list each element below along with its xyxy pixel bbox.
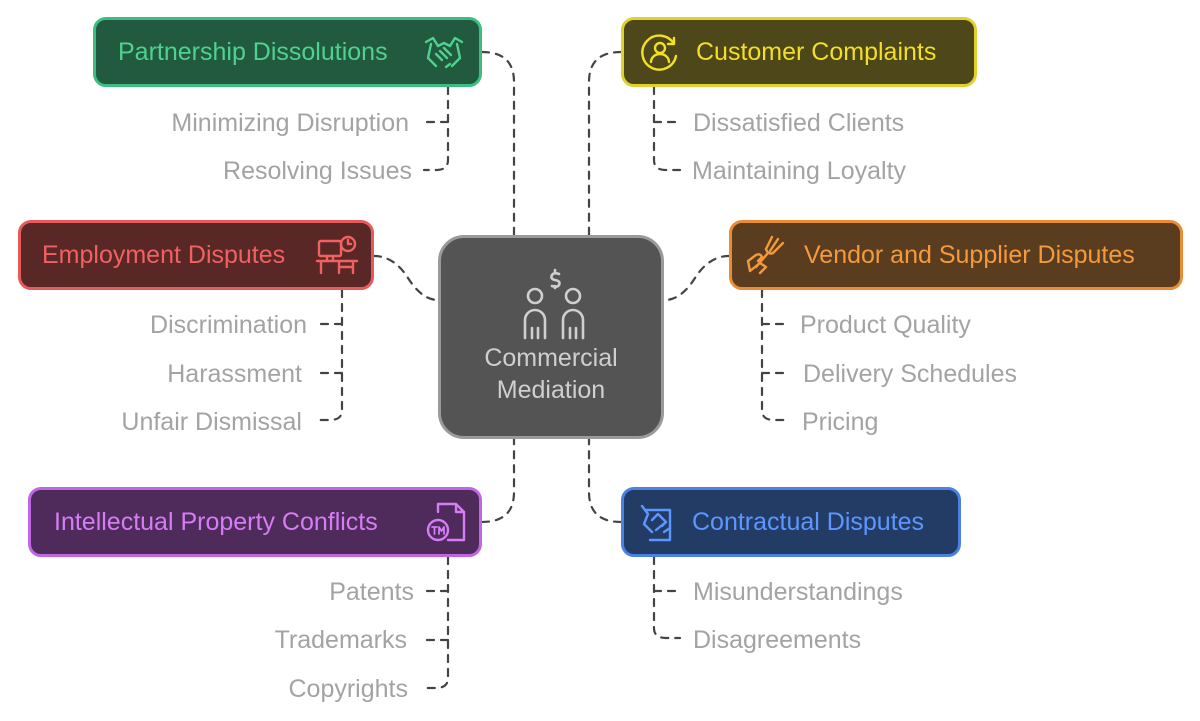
list-item: Unfair Dismissal xyxy=(121,408,302,436)
customer-headset-icon xyxy=(638,30,682,74)
handshake-icon xyxy=(422,30,466,74)
node-customer-complaints[interactable]: Customer Complaints xyxy=(621,17,977,87)
node-employment-disputes[interactable]: Employment Disputes xyxy=(18,220,374,290)
node-vendor-and-supplier-disputes[interactable]: Vendor and Supplier Disputes xyxy=(729,220,1183,290)
node-label: Customer Complaints xyxy=(696,37,937,66)
list-item: Product Quality xyxy=(800,311,971,339)
list-item: Harassment xyxy=(167,360,302,388)
connector-partnership-items xyxy=(422,85,450,172)
node-partnership-dissolutions[interactable]: Partnership Dissolutions xyxy=(93,17,482,87)
central-hub-node[interactable]: Commercial Mediation xyxy=(438,235,664,439)
node-label: Contractual Disputes xyxy=(692,507,925,536)
node-contractual-disputes[interactable]: Contractual Disputes xyxy=(621,487,961,557)
list-item: Minimizing Disruption xyxy=(171,109,409,137)
connector-hub-customer xyxy=(587,50,623,237)
list-item: Delivery Schedules xyxy=(803,360,1017,388)
mediation-people-icon xyxy=(523,268,585,340)
list-item: Dissatisfied Clients xyxy=(693,109,905,137)
connector-hub-ip xyxy=(480,437,516,524)
list-item: Pricing xyxy=(802,408,879,436)
trademark-document-icon xyxy=(424,500,468,544)
connector-vendor-items xyxy=(760,288,788,422)
hub-title-line-2: Mediation xyxy=(496,376,606,404)
hub-title-line-1: Commercial xyxy=(484,344,618,372)
list-item: Misunderstandings xyxy=(693,578,903,606)
list-item: Patents xyxy=(329,578,414,606)
connector-hub-employment xyxy=(372,254,440,302)
office-desk-icon xyxy=(315,233,359,277)
node-label: Vendor and Supplier Disputes xyxy=(804,240,1135,269)
list-item: Trademarks xyxy=(274,626,407,654)
list-item: Disagreements xyxy=(693,626,862,654)
node-label: Employment Disputes xyxy=(42,240,286,269)
list-item: Resolving Issues xyxy=(223,157,412,185)
connector-employment-items xyxy=(316,288,344,422)
node-label: Partnership Dissolutions xyxy=(118,37,388,66)
connector-hub-partnership xyxy=(480,50,516,237)
connector-hub-contract xyxy=(587,437,623,524)
node-intellectual-property-conflicts[interactable]: Intellectual Property Conflicts xyxy=(28,487,482,557)
node-label: Intellectual Property Conflicts xyxy=(54,507,378,536)
list-item: Copyrights xyxy=(288,675,409,703)
connector-customer-items xyxy=(652,85,682,172)
fork-hand-icon xyxy=(744,233,788,277)
connector-hub-vendor xyxy=(663,254,731,302)
signed-contract-icon xyxy=(636,500,680,544)
connector-ip-items xyxy=(422,555,450,690)
list-item: Discrimination xyxy=(150,311,307,339)
connector-contract-items xyxy=(652,555,682,640)
list-item: Maintaining Loyalty xyxy=(692,157,907,185)
